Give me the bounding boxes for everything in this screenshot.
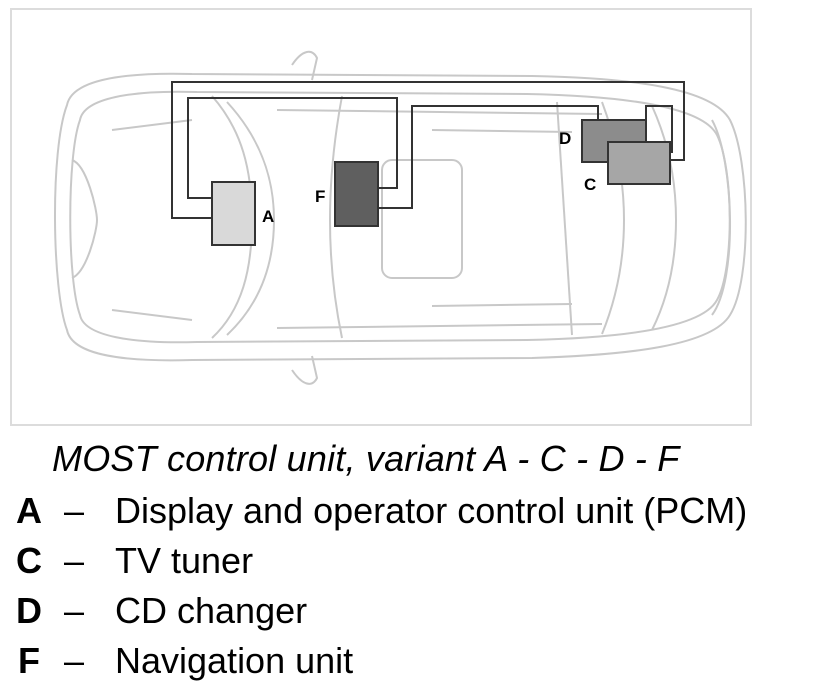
unit-f-box <box>334 161 379 227</box>
unit-a-label: A <box>262 207 274 226</box>
legend-letter: D <box>16 590 42 631</box>
legend-dash: – <box>64 540 85 581</box>
legend-text: Display and operator control unit (PCM) <box>115 490 748 531</box>
car-diagram: A F D C <box>54 50 747 385</box>
legend-letter: A <box>16 490 42 531</box>
legend-dash: – <box>64 590 85 631</box>
legend-text: Navigation unit <box>115 640 354 681</box>
legend-letter: F <box>18 640 40 681</box>
legend-dash: – <box>64 490 85 531</box>
legend-text: CD changer <box>115 590 308 631</box>
car-outline <box>54 50 747 385</box>
unit-c-box <box>607 141 671 185</box>
unit-f-label: F <box>315 187 325 206</box>
legend-text: TV tuner <box>115 540 254 581</box>
most-ring-wiring <box>171 81 685 219</box>
unit-c-label: C <box>584 175 596 194</box>
unit-a-box <box>211 181 256 246</box>
legend-dash: – <box>64 640 85 681</box>
unit-d-label: D <box>559 129 571 148</box>
car-diagram-frame: A F D C <box>10 8 752 426</box>
legend-letter: C <box>16 540 42 581</box>
figure-caption: MOST control unit, variant A - C - D - F <box>52 438 680 479</box>
